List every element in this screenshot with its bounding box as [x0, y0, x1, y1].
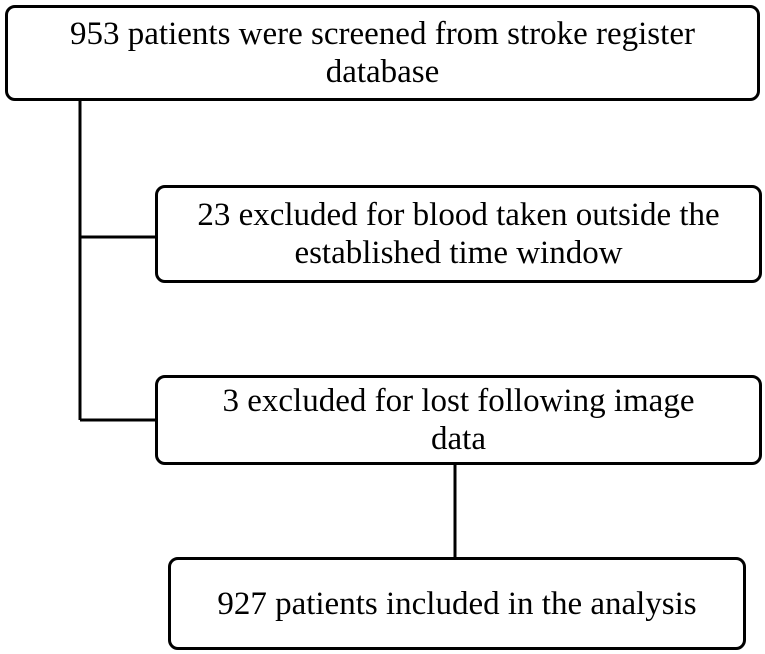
screened-patients-box: 953 patients were screened from stroke r…: [5, 5, 760, 101]
excluded-blood-time-box: 23 excluded for blood taken outside the …: [155, 185, 762, 283]
excluded-image-data-box: 3 excluded for lost following image data: [155, 375, 762, 465]
included-patients-box: 927 patients included in the analysis: [168, 557, 746, 650]
